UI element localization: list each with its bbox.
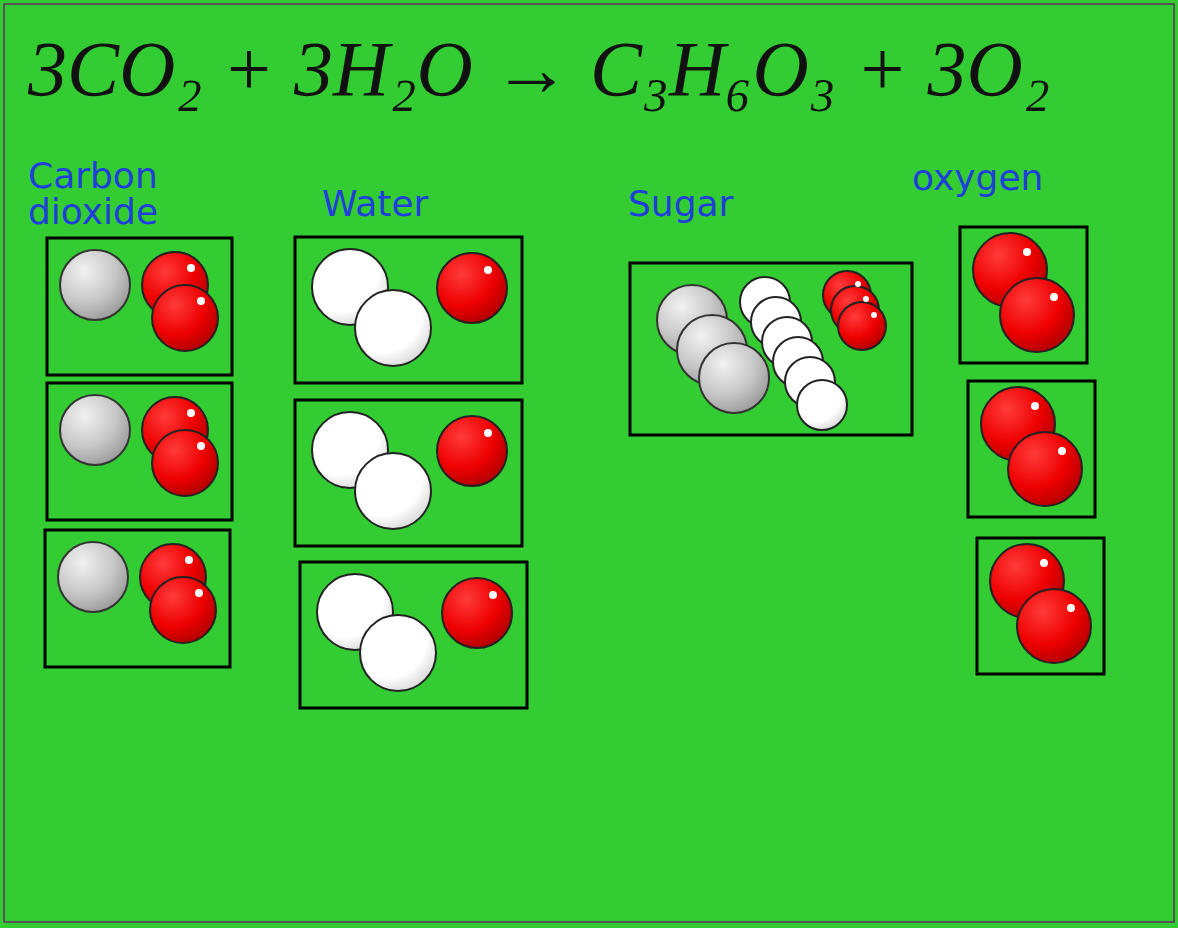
oxygen-molecule	[977, 538, 1104, 674]
oxygen-label: oxygen	[912, 160, 1092, 196]
carbon-dioxide-molecule	[45, 530, 230, 667]
water-molecule	[295, 237, 522, 383]
water-label: Water	[322, 186, 522, 222]
carbon-dioxide-molecule	[47, 383, 232, 520]
water-molecule	[295, 400, 522, 546]
sugar-label: Sugar	[628, 186, 828, 222]
oxygen-molecule	[960, 227, 1087, 363]
sugar-molecule	[630, 263, 912, 435]
carbon-dioxide-label: Carbon dioxide	[28, 158, 258, 230]
frame	[4, 4, 1174, 922]
oxygen-molecule	[968, 381, 1095, 517]
chemical-equation: 3CO₂ + 3H₂O → C₃H₆O₃ + 3O₂	[28, 30, 1050, 108]
water-molecule	[300, 562, 527, 708]
carbon-dioxide-molecule	[47, 238, 232, 375]
